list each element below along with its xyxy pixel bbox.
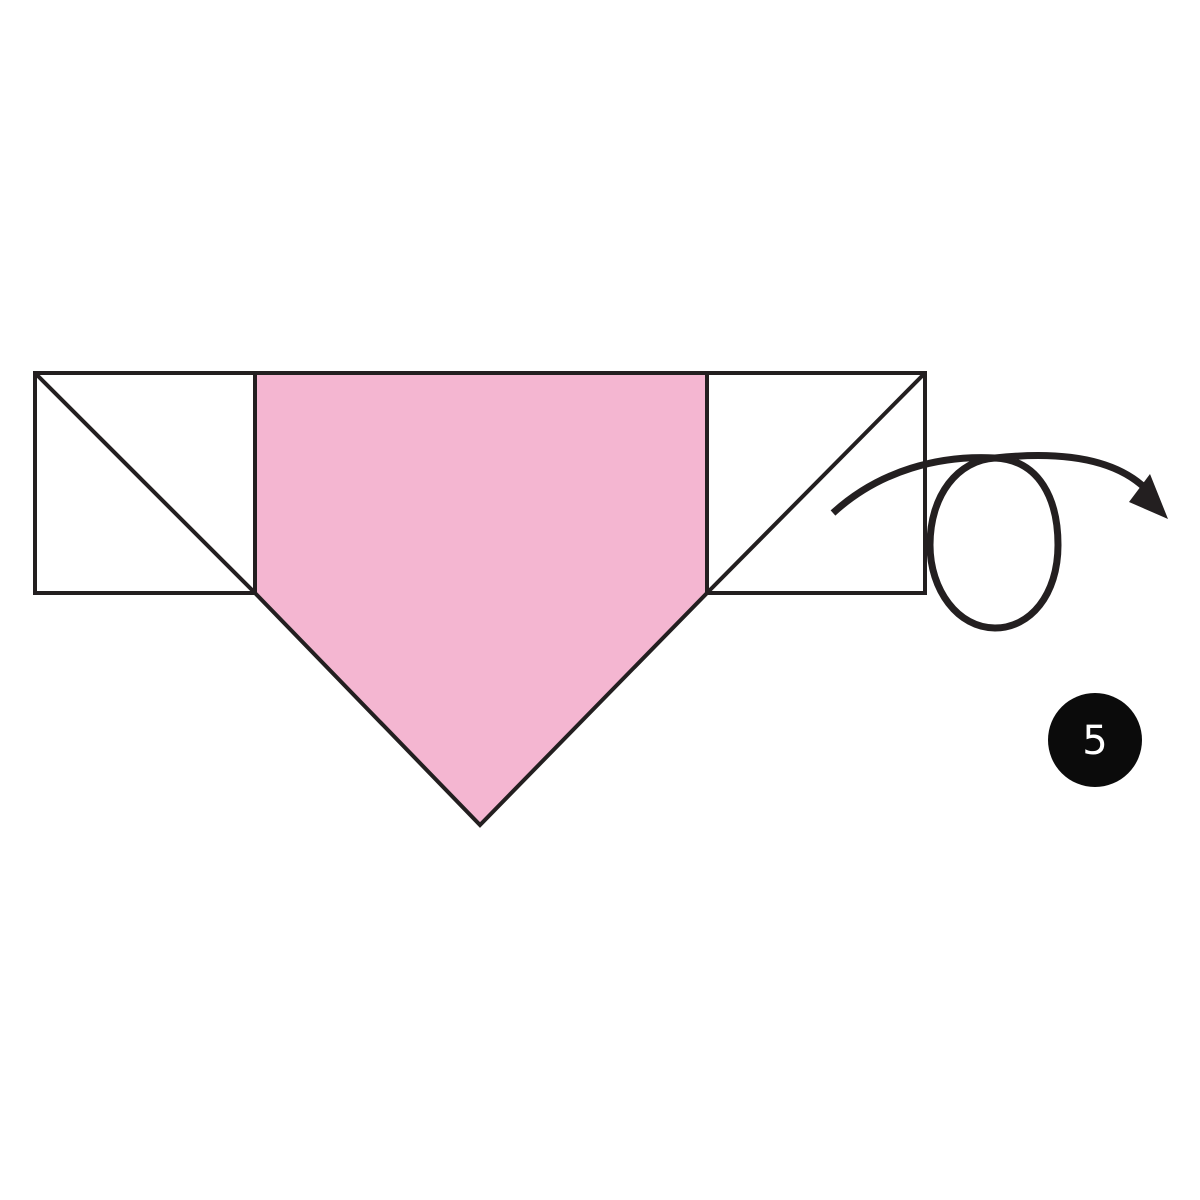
left-flap-diagonal	[33, 371, 257, 595]
step-badge: 5	[1048, 693, 1142, 787]
turn-over-arrowhead	[1129, 474, 1168, 519]
step-number-label: 5	[1082, 718, 1107, 764]
pink-center-flap	[253, 371, 709, 828]
step-badge-circle	[1048, 693, 1142, 787]
turn-over-arrow-path	[830, 452, 1148, 632]
turn-over-arrow-icon	[830, 452, 1168, 632]
right-flap-diagonal	[705, 371, 927, 595]
